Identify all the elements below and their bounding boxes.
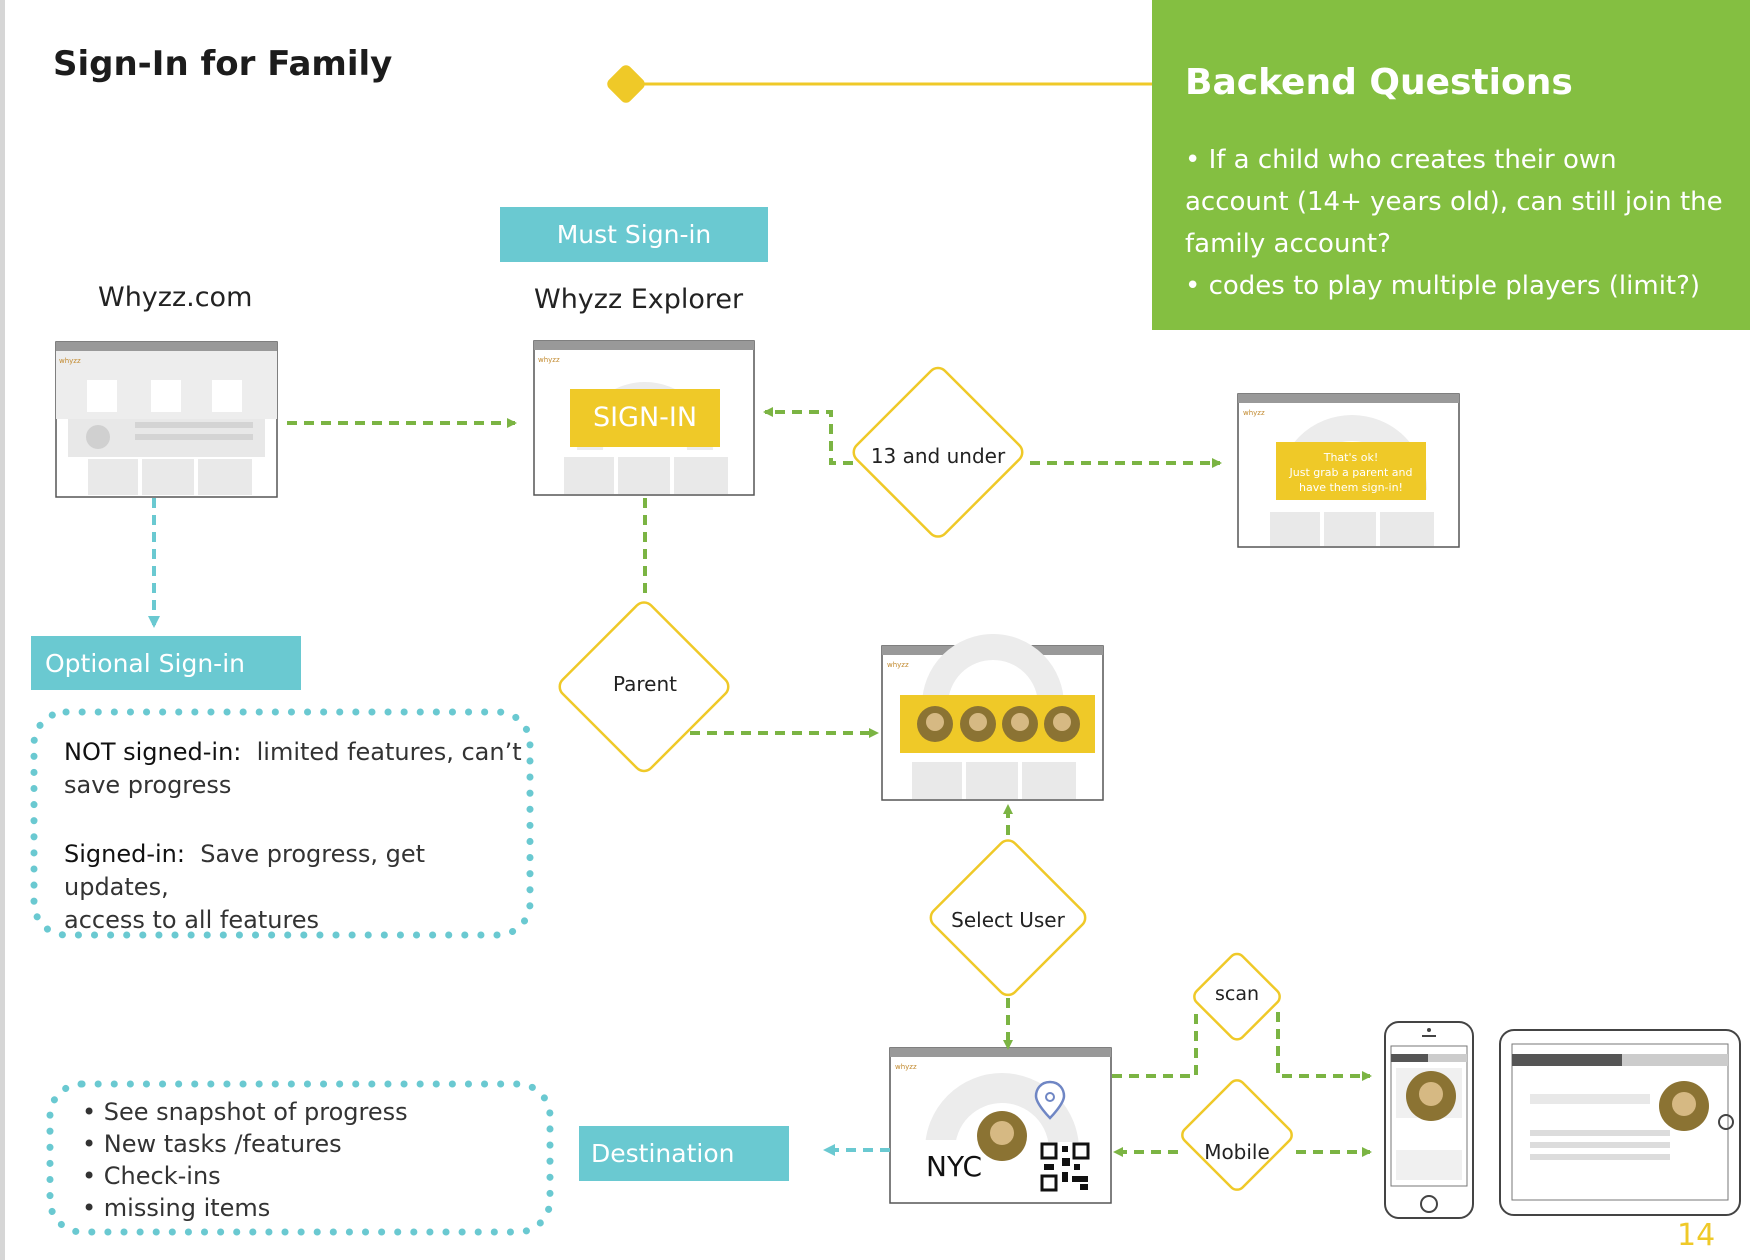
decision-parent-label: Parent — [612, 672, 678, 696]
decision-under13 — [852, 366, 1024, 538]
user-avatars[interactable] — [917, 706, 1080, 742]
tablet-icon — [1499, 1029, 1741, 1216]
whyzz-com-label: Whyzz.com — [98, 282, 253, 313]
avatar-icon — [1002, 706, 1038, 742]
optional-arrows — [148, 498, 890, 1156]
flow-arrows — [287, 407, 1372, 1157]
decision-scan — [1193, 952, 1281, 1041]
must-signin-label: Must Sign-in — [500, 207, 768, 262]
thats-ok-line: have them sign-in! — [1299, 481, 1403, 494]
avatar-icon — [960, 706, 996, 742]
qr-code-icon — [1040, 1142, 1090, 1192]
backend-item-1: • If a child who creates their own accou… — [1185, 145, 1723, 259]
decision-select-user-label: Select User — [951, 908, 1065, 932]
destination-label: Destination — [579, 1126, 789, 1181]
backend-item-2: • codes to play multiple players (limit?… — [1185, 271, 1701, 301]
location-pin-icon — [1034, 1080, 1066, 1120]
signin-button[interactable] — [570, 389, 720, 447]
not-signed-label: NOT signed-in: — [64, 738, 242, 766]
signed-label: Signed-in: — [64, 840, 185, 868]
decision-select-user — [929, 839, 1087, 997]
logo-whyzz-explorer: whyzz — [538, 356, 560, 364]
destination-list: • See snapshot of progress • New tasks /… — [82, 1096, 522, 1224]
optional-notes: NOT signed-in: limited features, can’t s… — [64, 736, 524, 937]
avatar-icon — [917, 706, 953, 742]
decision-mobile — [1181, 1079, 1293, 1191]
logo-thats-ok: whyzz — [1243, 409, 1265, 417]
page-number: 14 — [1677, 1218, 1716, 1253]
list-item: • Check-ins — [82, 1162, 221, 1190]
backend-panel — [1152, 0, 1750, 330]
logo-nyc: whyzz — [895, 1063, 917, 1071]
thats-ok-text: That's ok! Just grab a parent and have t… — [1276, 450, 1426, 495]
backend-title: Backend Questions — [1185, 62, 1573, 103]
phone-icon — [1384, 1021, 1474, 1219]
whyzz-explorer-label: Whyzz Explorer — [534, 284, 744, 315]
decision-scan-label: scan — [1214, 983, 1260, 1005]
screen-whyzz-com — [55, 341, 278, 498]
nyc-label: NYC — [926, 1150, 983, 1183]
not-signed-line: NOT signed-in: limited features, can’t — [64, 736, 524, 769]
decision-mobile-label: Mobile — [1204, 1140, 1270, 1164]
optional-signin-label: Optional Sign-in — [31, 636, 301, 690]
signed-text: Save progress, get updates, — [64, 840, 426, 901]
not-signed-text-2: save progress — [64, 771, 232, 799]
thats-ok-line: Just grab a parent and — [1289, 466, 1413, 479]
page-title: Sign-In for Family — [53, 44, 393, 84]
logo-select-user: whyzz — [887, 661, 909, 669]
decision-parent — [558, 601, 730, 773]
signed-line: Signed-in: Save progress, get updates, — [64, 838, 524, 904]
optional-notes-box — [30, 708, 534, 939]
destination-list-box — [46, 1080, 554, 1236]
screen-thats-ok — [1237, 393, 1460, 548]
list-item: • missing items — [82, 1194, 271, 1222]
logo-whyzz-com: whyzz — [59, 357, 81, 365]
signed-text-2: access to all features — [64, 906, 320, 934]
signin-button-label: SIGN-IN — [592, 402, 698, 433]
list-item: • See snapshot of progress — [82, 1098, 408, 1126]
thats-ok-line: That's ok! — [1323, 451, 1379, 464]
avatar-icon — [1044, 706, 1080, 742]
not-signed-text: limited features, can’t — [256, 738, 522, 766]
header-diamond — [607, 65, 645, 103]
list-item: • New tasks /features — [82, 1130, 342, 1158]
avatar-icon — [977, 1111, 1027, 1161]
decision-under13-label: 13 and under — [870, 444, 1006, 468]
